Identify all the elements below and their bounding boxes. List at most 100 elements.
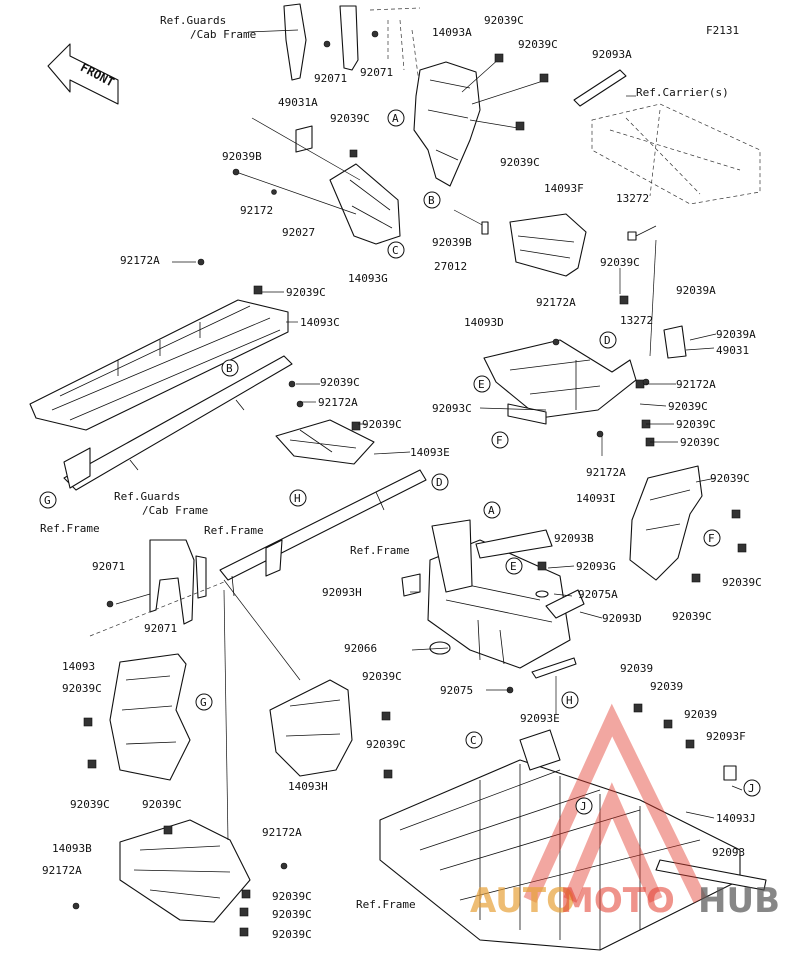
label-49031: 49031 bbox=[716, 344, 749, 357]
label-ref-frame-2: Ref.Frame bbox=[204, 524, 264, 537]
frame-crossmember-D bbox=[219, 469, 427, 597]
svg-text:G: G bbox=[200, 696, 207, 709]
label-49031A: 49031A bbox=[278, 96, 318, 109]
label-92039C-13: 92039C bbox=[722, 576, 762, 589]
part-labels: Ref.Guards /Cab Frame 92071 92071 92039C… bbox=[40, 14, 762, 941]
svg-text:C: C bbox=[470, 734, 477, 747]
callout-circles: A B C B D E F G H D A E F G H C J J bbox=[39, 109, 761, 815]
label-92039C-22: 92039C bbox=[272, 928, 312, 941]
callout-F-1: F bbox=[491, 431, 509, 449]
label-92093G: 92093G bbox=[576, 560, 616, 573]
svg-text:D: D bbox=[436, 476, 443, 489]
svg-text:B: B bbox=[428, 194, 435, 207]
callout-G-1: G bbox=[39, 491, 57, 509]
callout-B-2: B bbox=[221, 359, 239, 377]
part-14093G bbox=[232, 117, 401, 245]
svg-text:B: B bbox=[226, 362, 233, 375]
label-92093F: 92093F bbox=[706, 730, 746, 743]
label-ref-frame-4: Ref.Frame bbox=[356, 898, 416, 911]
callout-E-1: E bbox=[473, 375, 491, 393]
label-13272-2: 13272 bbox=[620, 314, 653, 327]
label-92071-c: 92071 bbox=[92, 560, 125, 573]
leader-lines bbox=[172, 261, 743, 819]
watermark-logo: AUTO MOTO HUB bbox=[470, 703, 780, 921]
label-14093G: 14093G bbox=[348, 272, 388, 285]
label-92039C-4: 92039C bbox=[500, 156, 540, 169]
label-27012: 27012 bbox=[434, 260, 467, 273]
label-ref-frame-1: Ref.Frame bbox=[40, 522, 100, 535]
cab-frame-top-fragment bbox=[247, 3, 421, 91]
part-14093 bbox=[83, 653, 191, 781]
callout-C-2: C bbox=[465, 731, 483, 749]
svg-text:G: G bbox=[44, 494, 51, 507]
label-92172A-5: 92172A bbox=[586, 466, 626, 479]
seat-base-assembly bbox=[401, 519, 585, 694]
label-92093D: 92093D bbox=[602, 612, 642, 625]
label-92039C-11: 92039C bbox=[680, 436, 720, 449]
main-frame bbox=[379, 703, 767, 951]
svg-text:D: D bbox=[604, 334, 611, 347]
label-92039C-19: 92039C bbox=[142, 798, 182, 811]
callout-G-2: G bbox=[195, 693, 213, 711]
label-14093F: 14093F bbox=[544, 182, 584, 195]
svg-text:A: A bbox=[392, 112, 399, 125]
frame-rail-B bbox=[63, 355, 304, 491]
label-92039-1: 92039 bbox=[620, 662, 653, 675]
front-arrow: FRONT bbox=[47, 43, 119, 105]
svg-text:H: H bbox=[566, 694, 573, 707]
label-92039C-16: 92039C bbox=[362, 670, 402, 683]
label-92172A-4: 92172A bbox=[318, 396, 358, 409]
label-92075: 92075 bbox=[440, 684, 473, 697]
label-14093A: 14093A bbox=[432, 26, 472, 39]
label-92039C-6: 92039C bbox=[286, 286, 326, 299]
cab-frame-lower-fragment bbox=[89, 539, 225, 637]
label-92039A-1: 92039A bbox=[676, 284, 716, 297]
svg-text:E: E bbox=[478, 378, 485, 391]
label-92039C-21: 92039C bbox=[272, 908, 312, 921]
callout-A-2: A bbox=[483, 501, 501, 519]
label-92093H: 92093H bbox=[322, 586, 362, 599]
label-ref-guards-2b: /Cab Frame bbox=[142, 504, 208, 517]
label-92066: 92066 bbox=[344, 642, 377, 655]
label-92027: 92027 bbox=[282, 226, 315, 239]
label-92093A: 92093A bbox=[592, 48, 632, 61]
part-14093B bbox=[72, 589, 288, 937]
label-92172A-1: 92172A bbox=[120, 254, 160, 267]
label-92093E: 92093E bbox=[520, 712, 560, 725]
label-ref-frame-3: Ref.Frame bbox=[350, 544, 410, 557]
label-92071-a: 92071 bbox=[314, 72, 347, 85]
watermark-text-middle: MOTO bbox=[560, 881, 675, 921]
label-92039C-5: 92039C bbox=[600, 256, 640, 269]
svg-text:H: H bbox=[294, 492, 301, 505]
label-14093B: 14093B bbox=[52, 842, 92, 855]
callout-B-1: B bbox=[423, 191, 441, 209]
svg-text:J: J bbox=[748, 782, 755, 795]
label-14093: 14093 bbox=[62, 660, 95, 673]
label-ref-carrier: Ref.Carrier(s) bbox=[636, 86, 729, 99]
label-92093C: 92093C bbox=[432, 402, 472, 415]
label-92039-2: 92039 bbox=[650, 680, 683, 693]
label-14093E: 14093E bbox=[410, 446, 450, 459]
label-14093C: 14093C bbox=[300, 316, 340, 329]
callout-F-2: F bbox=[703, 529, 721, 547]
callout-H-2: H bbox=[561, 691, 579, 709]
callout-J-1: J bbox=[575, 797, 593, 815]
part-14093E bbox=[275, 419, 375, 465]
part-14093D bbox=[483, 239, 687, 447]
svg-text:J: J bbox=[580, 800, 587, 813]
watermark-text-prefix: AUTO bbox=[470, 881, 575, 921]
label-92039C-1: 92039C bbox=[484, 14, 524, 27]
label-92039C-3: 92039C bbox=[330, 112, 370, 125]
label-14093H: 14093H bbox=[288, 780, 328, 793]
label-92071-b: 92071 bbox=[360, 66, 393, 79]
label-ref-guards-1a: Ref.Guards bbox=[160, 14, 226, 27]
label-ref-guards-1b: /Cab Frame bbox=[190, 28, 256, 41]
part-14093H bbox=[223, 579, 393, 779]
label-92039C-7: 92039C bbox=[320, 376, 360, 389]
svg-text:F: F bbox=[496, 434, 503, 447]
label-ref-guards-2a: Ref.Guards bbox=[114, 490, 180, 503]
carrier-outline bbox=[573, 69, 761, 205]
label-92039C-8: 92039C bbox=[668, 400, 708, 413]
